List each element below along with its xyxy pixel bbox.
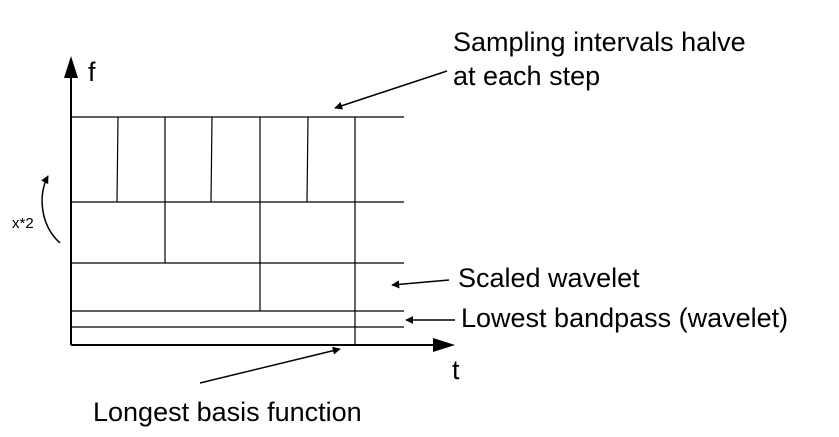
tile-divider [306, 116, 309, 203]
scale-factor-label: x*2 [12, 215, 34, 232]
tile-divider [116, 116, 119, 203]
longest-basis-arrow [199, 346, 341, 384]
frequency-axis-label: f [88, 57, 96, 87]
longest-basis-label: Longest basis function [93, 397, 362, 427]
time-axis-arrowhead [433, 338, 455, 352]
scale-curve-arrow [41, 175, 61, 244]
time-axis-label: t [452, 355, 460, 385]
tile-divider [210, 116, 213, 203]
lowest-bandpass-label: Lowest bandpass (wavelet) [461, 303, 789, 333]
frequency-axis-arrowhead [64, 56, 78, 78]
sampling-annotation-line2: at each step [453, 61, 601, 91]
sampling-annotation-arrow [334, 70, 448, 110]
scaled-wavelet-label: Scaled wavelet [458, 263, 640, 293]
sampling-annotation-line1: Sampling intervals halve [453, 27, 746, 57]
scaled-wavelet-arrow [391, 279, 450, 289]
